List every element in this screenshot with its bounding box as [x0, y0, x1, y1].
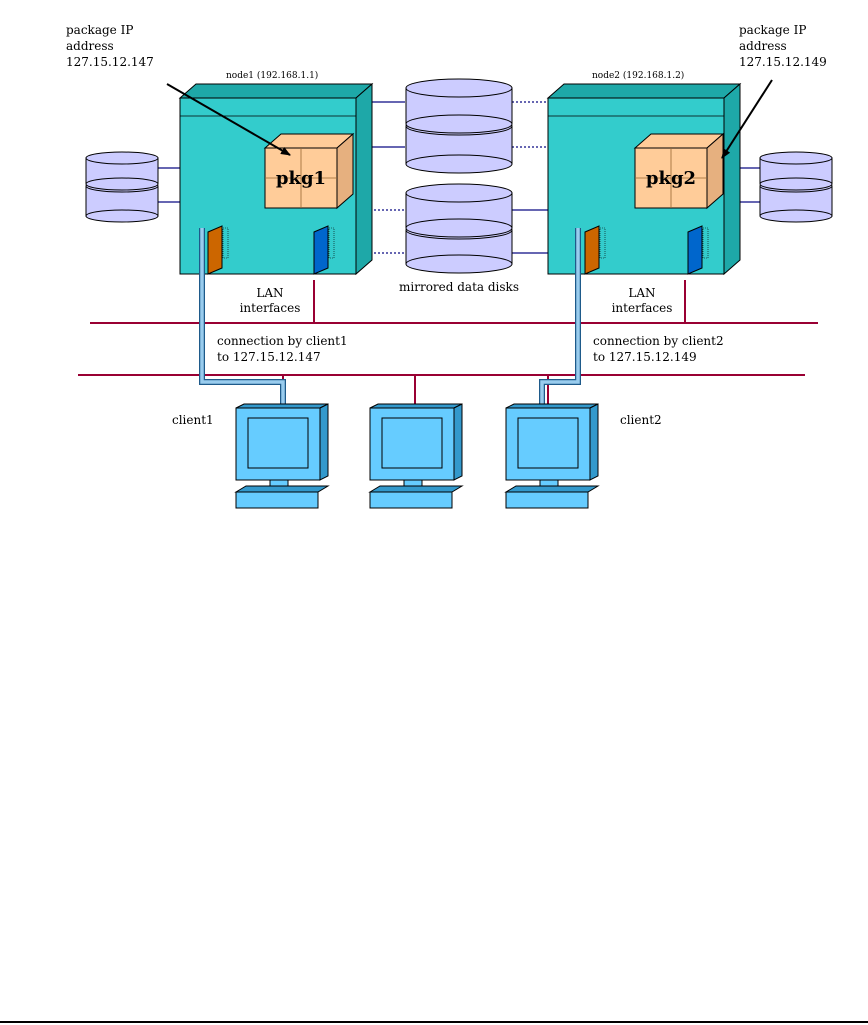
client2-stand	[539, 479, 559, 487]
client2-monitor-back	[505, 403, 599, 409]
page-bottom-rule	[0, 1021, 868, 1023]
node1-label: node1 (192.168.1.1)	[226, 70, 318, 81]
client2-keyboard-top	[504, 485, 600, 493]
nic-node2-left-ports	[599, 227, 606, 259]
nic-node2-left	[584, 225, 600, 275]
nic-node1-left-ports	[222, 227, 229, 259]
mirrored-disk-stack-upper	[405, 78, 513, 174]
disk-right-upper-top	[759, 151, 833, 165]
client1-connection-path-inner	[200, 228, 285, 405]
connection-client2-line1: connection by client2	[593, 334, 724, 348]
mirror-lower-b-bottom	[405, 254, 513, 274]
connection-client1-label: connection by client1 to 127.15.12.147	[217, 334, 348, 364]
package-ip-left-line1: package IP	[66, 23, 133, 37]
server-node1-top	[178, 83, 374, 99]
client-computer-1	[234, 403, 330, 509]
arrow-pkg2-ip	[721, 79, 773, 159]
client2-label: client2	[620, 413, 662, 427]
client1-label: client1	[172, 413, 214, 427]
lan-interfaces-left-label: LAN interfaces	[240, 286, 301, 315]
node2-label: node2 (192.168.1.2)	[592, 70, 684, 81]
disk-left-upper-top	[85, 151, 159, 165]
nic-node2-right	[687, 225, 703, 275]
mirror-upper-b-bottom	[405, 154, 513, 174]
lan-right-line1: LAN	[628, 286, 655, 300]
mirror-lower-a-top	[405, 183, 513, 203]
lan-interfaces-right-label: LAN interfaces	[612, 286, 673, 315]
client1-monitor-back	[235, 403, 329, 409]
package-ip-right-line1: package IP	[739, 23, 806, 37]
client-mid-keyboard	[369, 491, 453, 509]
client2-monitor-side	[589, 403, 599, 481]
package-ip-right-line3: 127.15.12.149	[739, 55, 827, 69]
lan-right-line2: interfaces	[612, 301, 673, 315]
package-pkg1: pkg1	[263, 132, 355, 210]
client1-keyboard	[235, 491, 319, 509]
lan-left-line2: interfaces	[240, 301, 301, 315]
client-computer-2	[504, 403, 600, 509]
package-ip-right-label: package IP address 127.15.12.149	[739, 23, 827, 69]
mirrored-disk-stack-lower	[405, 183, 513, 274]
disk-links	[158, 101, 762, 254]
lan-left-line1: LAN	[256, 286, 283, 300]
client-mid-monitor-side	[453, 403, 463, 481]
connection-client2-label: connection by client2 to 127.15.12.149	[593, 334, 724, 364]
disk-stack-left	[85, 151, 159, 223]
client2-screen	[517, 417, 579, 469]
package-ip-right-line2: address	[739, 39, 787, 53]
package-ip-left-line2: address	[66, 39, 114, 53]
nic-node1-right	[313, 225, 329, 275]
disk-left-lower-bottom	[85, 209, 159, 223]
client2-keyboard	[505, 491, 589, 509]
disk-right-lower-bottom	[759, 209, 833, 223]
client1-screen	[247, 417, 309, 469]
package-ip-left-label: package IP address 127.15.12.147	[66, 23, 154, 69]
connection-client2-line2: to 127.15.12.149	[593, 350, 697, 364]
client-mid-stand	[403, 479, 423, 487]
package-pkg2: pkg2	[633, 132, 725, 210]
server-node1: pkg1	[178, 82, 374, 276]
disk-left-upper-bottom	[85, 177, 159, 191]
client-mid-monitor-back	[369, 403, 463, 409]
client1-stand	[269, 479, 289, 487]
mirror-upper-a-bottom	[405, 114, 513, 134]
nic-node1-right-ports	[328, 227, 335, 259]
mirror-upper-a-top	[405, 78, 513, 98]
mirror-lower-a-bottom	[405, 218, 513, 238]
connection-client1-line2: to 127.15.12.147	[217, 350, 321, 364]
client1-monitor-side	[319, 403, 329, 481]
arrow-pkg1-ip	[166, 83, 291, 156]
server-node2-side	[723, 82, 741, 276]
package-ip-left-line3: 127.15.12.147	[66, 55, 154, 69]
client-paths	[199, 228, 581, 405]
nic-node2-right-ports	[702, 227, 709, 259]
disk-stack-right	[759, 151, 833, 223]
client-mid-keyboard-top	[368, 485, 464, 493]
client1-keyboard-top	[234, 485, 330, 493]
client-computer-middle	[368, 403, 464, 509]
client-mid-screen	[381, 417, 443, 469]
mirrored-disks-label: mirrored data disks	[399, 280, 519, 294]
disk-right-upper-bottom	[759, 177, 833, 191]
server-node2-top	[546, 83, 742, 99]
server-node2: pkg2	[546, 82, 742, 276]
client2-connection-path-inner	[540, 228, 580, 405]
server-node1-side	[355, 82, 373, 276]
pkg2-label: pkg2	[646, 168, 696, 189]
pkg1-label: pkg1	[276, 168, 326, 189]
nic-node1-left	[207, 225, 223, 275]
connection-client1-line1: connection by client1	[217, 334, 348, 348]
